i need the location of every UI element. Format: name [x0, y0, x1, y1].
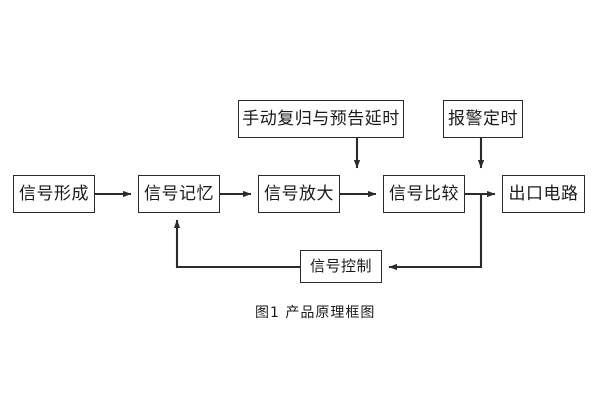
node-signal-amplify[interactable]: 信号放大 — [258, 175, 340, 213]
node-label-signal-control: 信号控制 — [309, 257, 372, 275]
node-label-manual-reset-delay: 手动复归与预告延时 — [242, 108, 400, 129]
node-alarm-timer[interactable]: 报警定时 — [443, 100, 523, 138]
connector-control-to-memory — [173, 219, 300, 269]
node-label-signal-formation: 信号形成 — [19, 183, 89, 204]
node-label-output-circuit: 出口电路 — [508, 183, 579, 204]
node-label-signal-amplify: 信号放大 — [264, 183, 334, 204]
node-label-signal-compare: 信号比较 — [389, 183, 459, 204]
node-output-circuit[interactable]: 出口电路 — [502, 175, 585, 213]
node-signal-control[interactable]: 信号控制 — [300, 250, 382, 283]
figure-caption: 图1 产品原理框图 — [255, 305, 376, 321]
node-manual-reset-delay[interactable]: 手动复归与预告延时 — [238, 100, 404, 138]
node-signal-memory[interactable]: 信号记忆 — [138, 175, 220, 213]
connector-alarm-timer-to-control — [388, 194, 483, 271]
node-signal-compare[interactable]: 信号比较 — [383, 175, 465, 213]
node-label-alarm-timer: 报警定时 — [448, 108, 518, 129]
node-label-signal-memory: 信号记忆 — [144, 183, 214, 204]
node-signal-formation[interactable]: 信号形成 — [13, 175, 95, 213]
